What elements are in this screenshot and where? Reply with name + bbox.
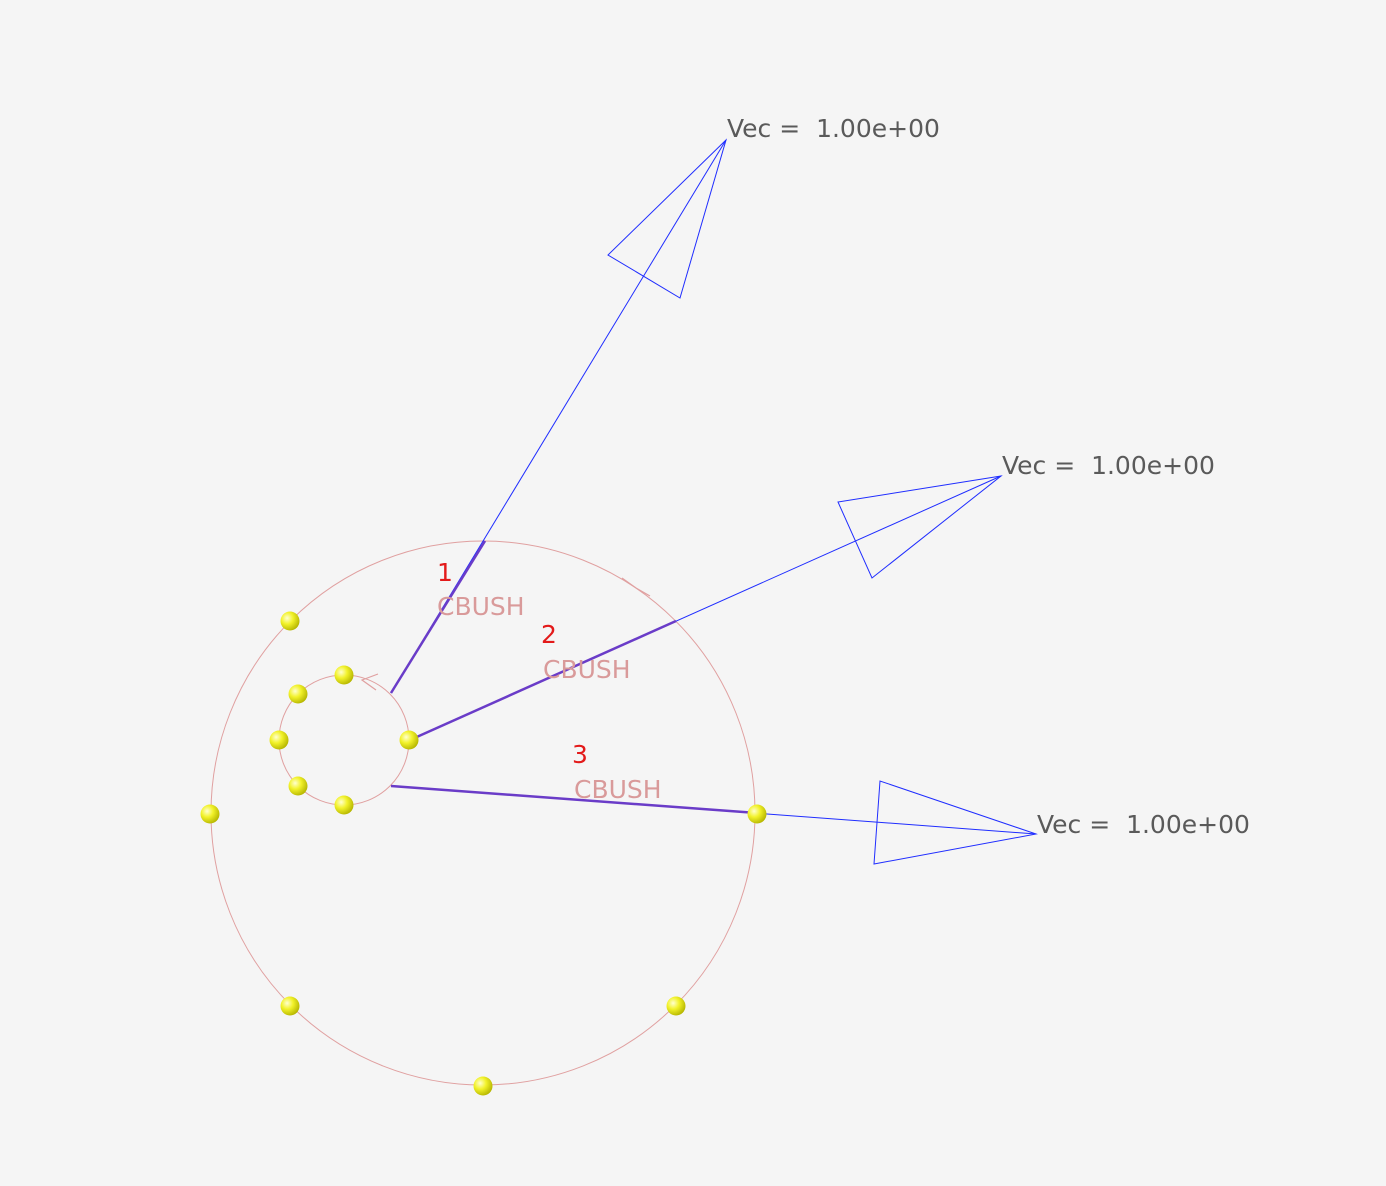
node-sphere-icon[interactable] [280,996,300,1016]
vector-value-label-3: Vec = 1.00e+00 [1037,810,1250,839]
element-id-label-3: 3 [572,740,588,769]
element-type-label-2: CBUSH [543,655,631,684]
cbush-element-line-3[interactable] [390,784,758,815]
node-sphere-icon[interactable] [269,730,289,750]
element-type-label-3: CBUSH [574,775,662,804]
vector-value-label-1: Vec = 1.00e+00 [727,114,940,143]
node-sphere-icon[interactable] [747,804,767,824]
direction-arrow-icon [621,577,651,597]
node-sphere-icon[interactable] [666,996,686,1016]
element-id-label-2: 2 [541,620,557,649]
cbush-element-line-1[interactable] [389,540,487,694]
node-sphere-icon[interactable] [399,730,419,750]
node-sphere-icon[interactable] [288,776,308,796]
node-sphere-icon[interactable] [334,795,354,815]
node-group [200,611,767,1096]
node-sphere-icon[interactable] [334,665,354,685]
element-type-label-1: CBUSH [437,592,525,621]
node-sphere-icon[interactable] [280,611,300,631]
cbush-element-line-2[interactable] [409,619,677,742]
node-sphere-icon[interactable] [288,684,308,704]
direction-arrow-icon [360,673,379,691]
node-sphere-icon[interactable] [473,1076,493,1096]
vector-value-label-2: Vec = 1.00e+00 [1002,451,1215,480]
element-id-label-1: 1 [437,558,453,587]
node-sphere-icon[interactable] [200,804,220,824]
